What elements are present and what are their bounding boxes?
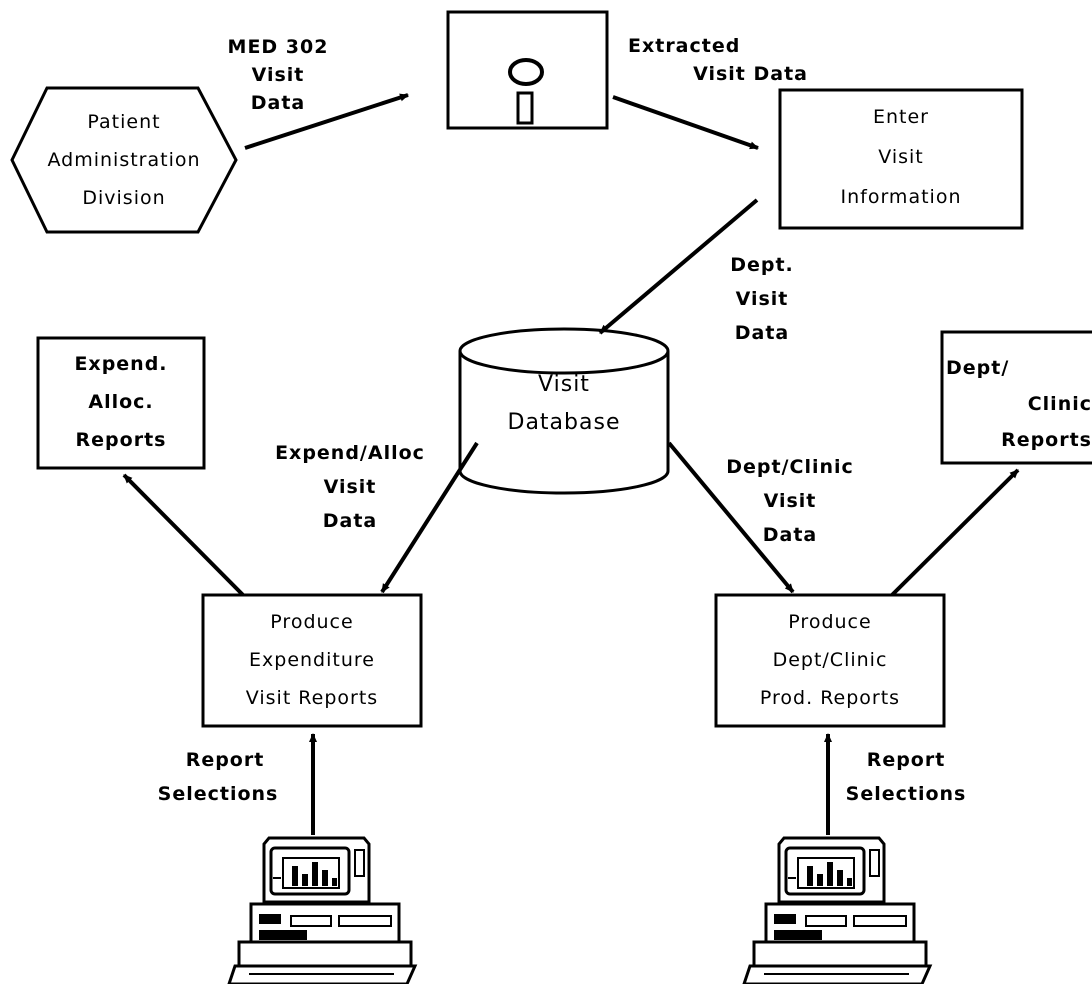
computer-workstation-icon bbox=[227, 836, 418, 984]
expend-alloc-visit-flow-line: Expend/Alloc bbox=[275, 442, 425, 464]
med302-flow-line: MED 302 bbox=[227, 36, 329, 58]
dept-visit-flow-line: Dept. bbox=[730, 254, 794, 276]
patient-admin-label: Patient Administration Division bbox=[13, 103, 235, 217]
produce-dept-clinic-label: Produce Dept/Clinic Prod. Reports bbox=[716, 603, 944, 717]
produce-expenditure-line: Visit Reports bbox=[245, 687, 379, 709]
expend-alloc-reports-line: Expend. bbox=[74, 353, 168, 375]
enter-visit-line: Visit bbox=[878, 146, 924, 168]
dept-clinic-reports-line: Dept/ bbox=[946, 357, 1010, 379]
produce-dept-clinic-box bbox=[714, 593, 946, 728]
expend-alloc-reports-line: Alloc. bbox=[88, 391, 154, 413]
expend-alloc-visit-flow-line: Data bbox=[322, 510, 378, 532]
dept-clinic-reports-line: Reports bbox=[1001, 429, 1092, 451]
dept-clinic-visit-flow-label: Dept/Clinic Visit Data bbox=[702, 450, 878, 552]
report-selections-line: Selections bbox=[157, 783, 279, 805]
patient-admin-line: Patient bbox=[87, 111, 161, 133]
med302-flow-line: Visit bbox=[251, 64, 305, 86]
patient-admin-hexagon bbox=[10, 86, 238, 234]
dept-visit-flow-line: Visit bbox=[735, 288, 789, 310]
visit-database-label: Visit Database bbox=[460, 366, 668, 442]
produce-expenditure-line: Expenditure bbox=[249, 649, 375, 671]
produce-expenditure-label: Produce Expenditure Visit Reports bbox=[203, 603, 421, 717]
med302-flow-line: Data bbox=[250, 92, 306, 114]
report-selections-left-label: Report Selections bbox=[148, 743, 288, 811]
dept-clinic-reports-box bbox=[940, 330, 1092, 465]
floppy-disk-icon bbox=[446, 10, 609, 130]
extracted-flow-line: Visit Data bbox=[693, 63, 808, 85]
produce-expenditure-box bbox=[201, 593, 423, 728]
dept-clinic-visit-flow-line: Visit bbox=[763, 490, 817, 512]
produce-dept-clinic-line: Produce bbox=[788, 611, 872, 633]
expend-alloc-visit-flow-label: Expend/Alloc Visit Data bbox=[256, 436, 444, 538]
arrow-expend-reports bbox=[122, 473, 245, 597]
arrow-expend-alloc-visit bbox=[380, 441, 479, 594]
extracted-flow-line: Extracted bbox=[628, 35, 741, 57]
arrow-extracted bbox=[612, 95, 759, 150]
dept-visit-flow-label: Dept. Visit Data bbox=[712, 248, 812, 350]
arrow-dept-visit bbox=[598, 198, 759, 335]
enter-visit-box bbox=[778, 88, 1024, 230]
arrow-med302 bbox=[244, 93, 409, 150]
arrow-dept-clinic-visit bbox=[667, 441, 795, 594]
report-selections-line: Selections bbox=[845, 783, 967, 805]
enter-visit-label: Enter Visit Information bbox=[780, 97, 1022, 217]
dept-clinic-reports-label: Dept/ Clinic Reports bbox=[946, 350, 1092, 458]
dept-clinic-visit-flow-line: Dept/Clinic bbox=[726, 456, 854, 478]
report-selections-line: Report bbox=[185, 749, 265, 771]
visit-database-line: Database bbox=[507, 410, 621, 435]
produce-dept-clinic-line: Prod. Reports bbox=[759, 687, 901, 709]
med302-flow-label: MED 302 Visit Data bbox=[208, 33, 348, 117]
report-selections-line: Report bbox=[866, 749, 946, 771]
dept-clinic-visit-flow-line: Data bbox=[762, 524, 818, 546]
produce-dept-clinic-line: Dept/Clinic bbox=[772, 649, 888, 671]
patient-admin-line: Division bbox=[82, 187, 166, 209]
computer-workstation-icon bbox=[742, 836, 933, 984]
expend-alloc-reports-line: Reports bbox=[75, 429, 167, 451]
dept-visit-flow-line: Data bbox=[734, 322, 790, 344]
expend-alloc-reports-box bbox=[36, 336, 206, 470]
produce-expenditure-line: Produce bbox=[270, 611, 354, 633]
enter-visit-line: Enter bbox=[873, 106, 929, 128]
enter-visit-line: Information bbox=[840, 186, 962, 208]
extracted-flow-label: Extracted Visit Data bbox=[612, 32, 808, 88]
visit-database-line: Visit bbox=[538, 372, 590, 397]
patient-admin-line: Administration bbox=[47, 149, 201, 171]
arrow-dept-clinic-reports bbox=[890, 468, 1020, 597]
visit-database-cylinder bbox=[458, 327, 670, 495]
expend-alloc-visit-flow-line: Visit bbox=[323, 476, 377, 498]
dept-clinic-reports-line: Clinic bbox=[1027, 393, 1092, 415]
report-selections-right-label: Report Selections bbox=[836, 743, 976, 811]
expend-alloc-reports-label: Expend. Alloc. Reports bbox=[38, 345, 204, 459]
